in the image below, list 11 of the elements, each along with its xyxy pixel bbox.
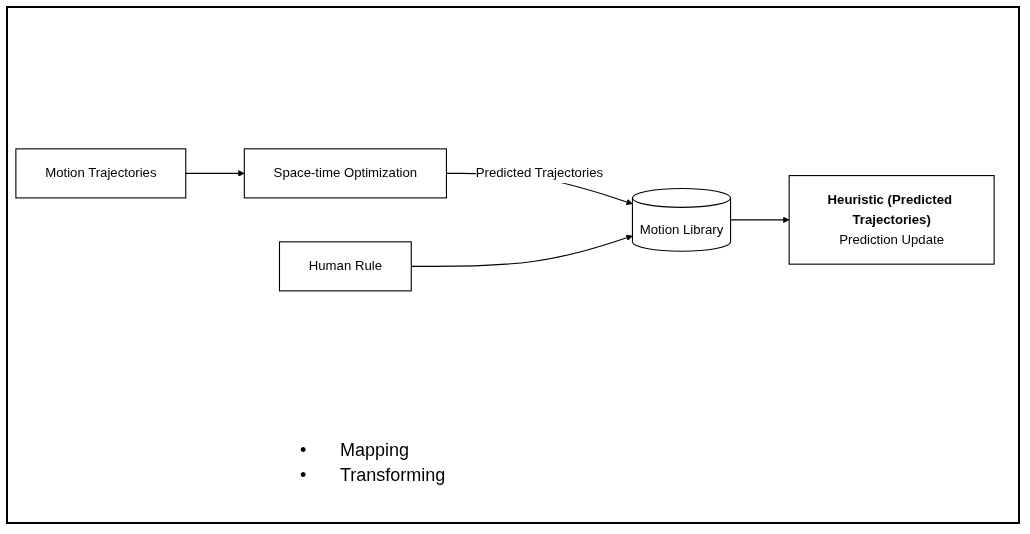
arrow: [185, 170, 245, 177]
node-box: Human Rule: [278, 241, 412, 292]
node-box: Heuristic (Predicted Trajectories) Prediction Update: [788, 175, 995, 265]
bullet-marker: •: [300, 440, 308, 461]
bullet-item: Transforming: [340, 465, 446, 486]
edge-label: Predicted Trajectories: [475, 165, 604, 181]
arrow: [730, 216, 790, 224]
bullet-item: Mapping: [340, 440, 411, 461]
node-box: Motion Trajectories: [15, 148, 187, 199]
node-box: Space-time Optimization: [243, 148, 447, 199]
bullet-marker: •: [300, 465, 308, 486]
